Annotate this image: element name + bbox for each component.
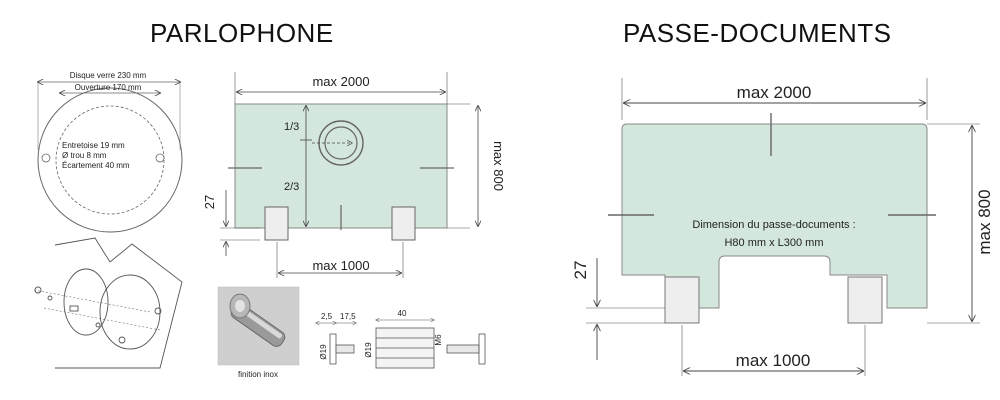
parlophone-upper-fraction: 1/3 [284,121,299,133]
parlophone-plan-drawing [220,72,478,278]
passe-side-label: 27 [571,261,590,280]
disc-outer-label: Disque verre 230 mm [70,71,147,80]
disc-spacer-line-2: Ø trou 8 mm [62,151,107,160]
passe-height-label: max 800 [975,189,994,254]
dim-m6: M6 [434,334,443,346]
passe-bottom-label: max 1000 [736,351,811,370]
passe-width-label: max 2000 [737,83,812,102]
hardware-photo [217,286,300,366]
exploded-assembly-drawing [33,237,183,369]
disc-inner-label: Ouverture 170 mm [75,83,142,92]
dim-2-5: 2,5 [321,312,333,321]
dim-dia-19-left: Ø19 [319,344,328,360]
parlophone-side-label: 27 [202,195,217,209]
disc-spacer-line-3: Écartement 40 mm [62,161,130,170]
dim-17-5: 17,5 [340,312,356,321]
glass-disc-drawing [38,82,183,233]
parlophone-width-label: max 2000 [312,74,369,89]
passe-documents-title: PASSE-DOCUMENTS [623,18,892,48]
parlophone-lower-fraction: 2/3 [284,181,299,193]
passe-note-line-1: Dimension du passe-documents : [692,219,855,231]
parlophone-title: PARLOPHONE [150,18,334,48]
passe-documents-plan-drawing [586,78,980,376]
parlophone-height-label: max 800 [491,141,506,191]
parlophone-bottom-label: max 1000 [312,258,369,273]
dim-40: 40 [398,309,407,318]
disc-spacer-line-1: Entretoise 19 mm [62,141,125,150]
photo-caption: finition inox [238,370,278,379]
dim-dia-19-right: Ø19 [364,342,373,358]
standoff-section-drawing [316,320,486,369]
passe-note-line-2: H80 mm x L300 mm [724,237,823,249]
